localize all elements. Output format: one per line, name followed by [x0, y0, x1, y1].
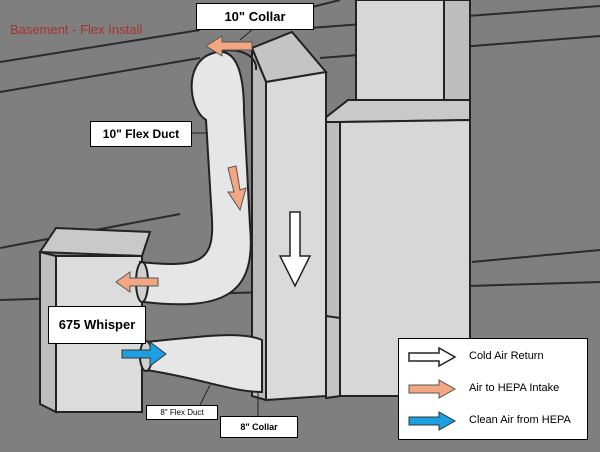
diagram-title: Basement - Flex Install — [10, 22, 143, 37]
label-10-flex-duct: 10" Flex Duct — [90, 121, 192, 147]
legend-label: Clean Air from HEPA — [469, 414, 571, 426]
label-10-collar: 10" Collar — [196, 3, 314, 30]
leader-lines — [190, 27, 259, 416]
orange-arrow-flex-down — [227, 165, 247, 212]
legend-item-clean-air: Clean Air from HEPA — [405, 411, 585, 431]
blue-arrow-hepa-out — [121, 341, 167, 367]
orange-arrow-collar — [205, 35, 253, 57]
label-8-flex-duct: 8" Flex Duct — [146, 405, 218, 420]
label-hepa-unit: 675 Whisper — [48, 306, 146, 344]
blue-arrow-icon — [408, 411, 457, 431]
legend-label: Air to HEPA Intake — [469, 382, 560, 394]
orange-arrow-icon — [408, 379, 457, 399]
legend-label: Cold Air Return — [469, 350, 544, 362]
legend-item-cold-air-return: Cold Air Return — [405, 347, 585, 367]
flex-duct-10 — [135, 49, 258, 306]
white-arrow-icon — [408, 347, 457, 367]
label-8-collar: 8" Collar — [220, 416, 298, 438]
flex-duct-8 — [139, 334, 263, 394]
legend-item-air-to-hepa: Air to HEPA Intake — [405, 379, 585, 399]
chimney-column — [355, 0, 471, 114]
orange-arrow-hepa-intake — [115, 271, 159, 293]
white-arrow-cold-return — [278, 211, 312, 288]
legend: Cold Air Return Air to HEPA Intake Clean… — [398, 338, 588, 440]
